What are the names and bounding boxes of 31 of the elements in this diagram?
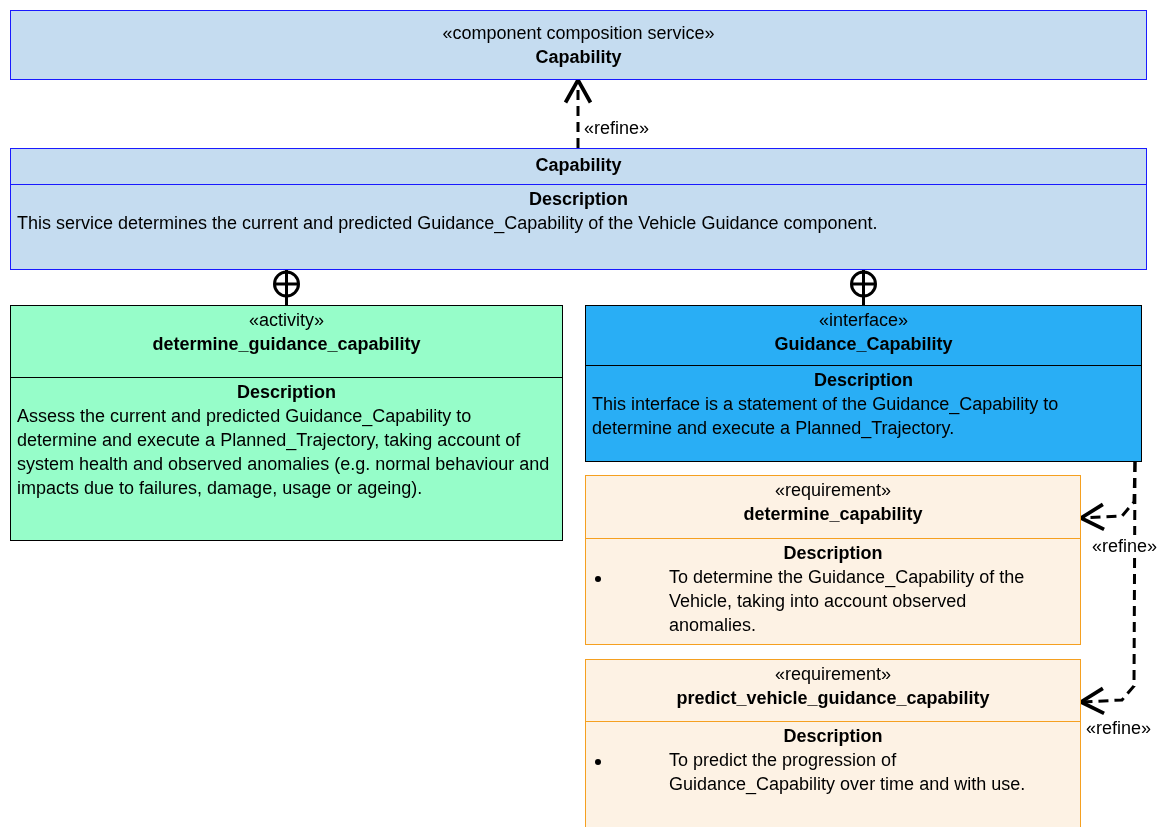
stereotype-label: «interface» — [817, 309, 910, 332]
title-text: Description — [236, 381, 337, 404]
containment-connector — [850, 270, 877, 305]
requirement-box — [585, 659, 1081, 827]
refine-arrow — [563, 78, 593, 148]
refine-arrow — [1079, 462, 1137, 716]
requirement-box — [585, 475, 1081, 645]
title-text: determine_capability — [742, 503, 924, 526]
stereotype-label: «component composition service» — [441, 22, 716, 45]
class-box — [10, 148, 1147, 270]
title-text: determine_guidance_capability — [151, 333, 422, 356]
stereotype-label: «activity» — [247, 309, 325, 332]
description-text: To predict the progression of Guidance_Capability over time and with use. — [669, 749, 1027, 796]
activity-box — [10, 305, 563, 541]
description-text: Assess the current and predicted Guidance_Capability to determine and execute a Planned_Trajectory, taking account of system health and observed anomalies (e.g. normal behaviour and impacts due to failures, damage, usage or ageing). — [16, 405, 551, 500]
title-text: Description — [782, 725, 884, 748]
description-text: To determine the Guidance_Capability of the Vehicle, taking into account observed anomalies. — [669, 566, 1026, 637]
containment-connector — [273, 270, 300, 305]
title-text: Capability — [534, 154, 623, 177]
description-text: This interface is a statement of the Guidance_Capability to determine and execute a Planned_Trajectory. — [591, 393, 1060, 440]
interface-box — [585, 305, 1142, 462]
title-text: Description — [528, 188, 629, 211]
title-text: Description — [782, 542, 884, 565]
title-text: Guidance_Capability — [773, 333, 954, 356]
title-text: Capability — [534, 46, 623, 69]
title-text: predict_vehicle_guidance_capability — [675, 687, 991, 710]
component-box — [10, 10, 1147, 80]
stereotype-label: «requirement» — [773, 663, 893, 686]
description-text: This service determines the current and predicted Guidance_Capability of the Vehicle Guidance component. — [16, 212, 879, 235]
title-text: Description — [813, 369, 914, 392]
stereotype-label: «requirement» — [773, 479, 893, 502]
